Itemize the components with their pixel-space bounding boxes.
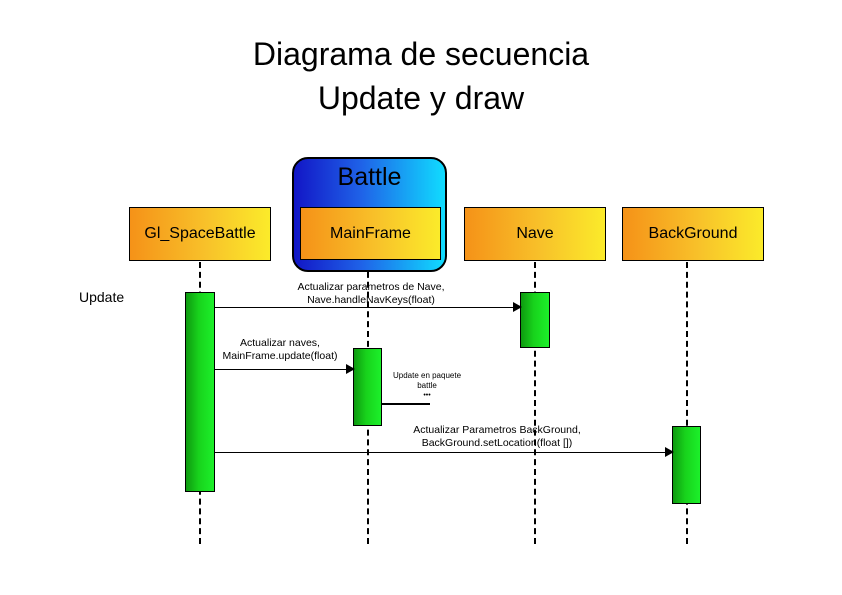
battle-update-note: Update en paquete battle •••: [385, 371, 469, 401]
message-label-mainframe-line2: MainFrame.update(float): [222, 350, 338, 362]
arrowhead-icon: [513, 302, 522, 312]
message-arrow-background: [215, 447, 674, 457]
battle-update-note-line2: battle: [417, 381, 437, 390]
activation-background: [672, 426, 701, 504]
activation-gl-spacebattle: [185, 292, 215, 492]
activation-mainframe: [353, 348, 382, 426]
participant-mainframe: MainFrame: [300, 207, 441, 260]
participant-background: BackGround: [622, 207, 764, 261]
note-connector: [382, 403, 430, 405]
message-arrow-nave: [215, 302, 522, 312]
battle-update-note-line1: Update en paquete: [392, 371, 462, 380]
message-label-mainframe: Actualizar naves, MainFrame.update(float…: [213, 337, 347, 363]
arrowhead-icon: [665, 447, 674, 457]
arrowhead-icon: [346, 364, 355, 374]
participant-nave: Nave: [464, 207, 606, 261]
message-label-background-line1: Actualizar Parametros BackGround,: [413, 424, 581, 436]
message-label-nave-line2: Nave.handleNavKeys(float): [307, 294, 435, 306]
activation-nave: [520, 292, 550, 348]
message-label-nave-line1: Actualizar parametros de Nave,: [297, 281, 445, 293]
lifeline-background: [686, 262, 688, 544]
ellipsis-icon: •••: [423, 392, 431, 399]
message-label-background: Actualizar Parametros BackGround, BackGr…: [392, 424, 602, 450]
lifeline-nave: [534, 262, 536, 544]
update-label: Update: [79, 289, 125, 305]
diagram-subtitle: Update y draw: [317, 80, 525, 116]
participant-gl-spacebattle: Gl_SpaceBattle: [129, 207, 271, 261]
battle-group-label: Battle: [337, 163, 402, 191]
message-label-nave: Actualizar parametros de Nave, Nave.hand…: [276, 281, 466, 307]
message-label-mainframe-line1: Actualizar naves,: [240, 337, 320, 349]
message-label-background-line2: BackGround.setLocation(float []): [421, 437, 573, 449]
diagram-title: Diagrama de secuencia: [252, 36, 590, 72]
message-arrow-mainframe: [215, 364, 355, 374]
